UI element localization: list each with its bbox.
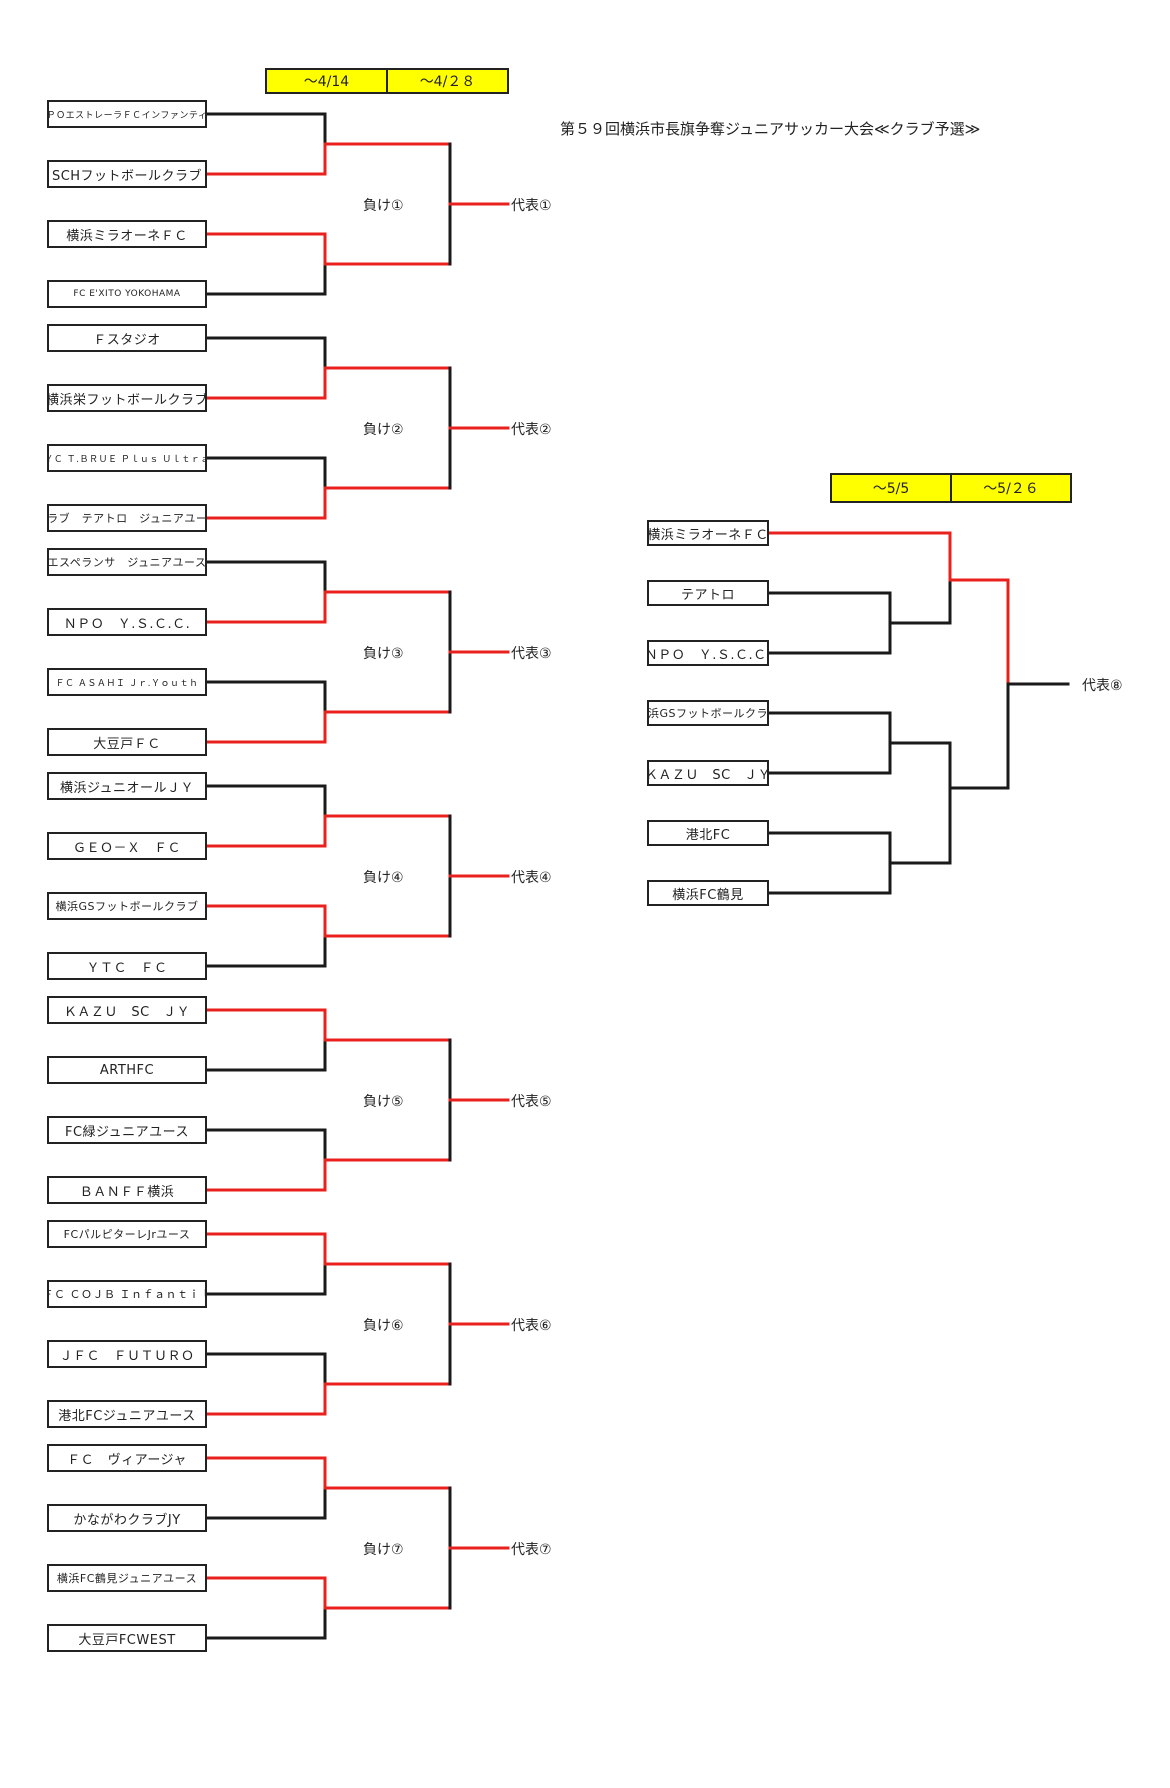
team-box: テアトロ: [647, 580, 769, 606]
team-box: 大豆戸ＦＣ: [47, 728, 207, 756]
team-box: 横浜GSフットボールクラブ: [47, 892, 207, 920]
team-box: ＦＣ ＣＯＪＢ Ｉｎｆａｎｔｉｌ: [47, 1280, 207, 1308]
team-box: ＹＣ Ｔ.ＢＲＵＥ Ｐｌｕｓ Ｕｌｔｒａ: [47, 444, 207, 472]
team-box: 港北FCジュニアユース: [47, 1400, 207, 1428]
page-title: 第５９回横浜市長旗争奪ジュニアサッカー大会≪クラブ予選≫: [560, 120, 981, 138]
team-box: エスペランサ ジュニアユース: [47, 548, 207, 576]
team-box: FCパルピターレJrユース: [47, 1220, 207, 1248]
representative-label: 代表④: [511, 870, 552, 886]
team-box: ＦＣ ヴィアージャ: [47, 1444, 207, 1472]
team-box: 港北FC: [647, 820, 769, 846]
representative-label: 代表②: [511, 422, 552, 438]
representative-label: 代表①: [511, 198, 552, 214]
date-round1-left: ～4/14: [265, 68, 388, 94]
team-box: ＮＰＯ Ｙ.Ｓ.Ｃ.Ｃ.: [47, 608, 207, 636]
team-box: Ｆスタジオ: [47, 324, 207, 352]
team-box: ＫＡＺＵ SC ＪＹ: [647, 760, 769, 786]
team-box: ＫＡＺＵ SC ＪＹ: [47, 996, 207, 1024]
team-box: 横浜ミラオーネＦＣ: [47, 220, 207, 248]
team-box: FC E'XITO YOKOHAMA: [47, 280, 207, 308]
team-box: ＢＡＮＦＦ横浜: [47, 1176, 207, 1204]
date-round2-left: ～4/２８: [386, 68, 509, 94]
date-round1-right: ～5/5: [830, 473, 952, 503]
representative-label: 代表⑦: [511, 1542, 552, 1558]
loser-label: 負け③: [363, 646, 404, 662]
team-box: ＧＥＯ－Ｘ ＦＣ: [47, 832, 207, 860]
loser-label: 負け⑥: [363, 1318, 404, 1334]
team-box: 横浜FC鶴見ジュニアユース: [47, 1564, 207, 1592]
team-box: ＪＦＣ ＦＵＴＵＲＯ: [47, 1340, 207, 1368]
representative-label: 代表⑧: [1082, 678, 1123, 694]
loser-label: 負け②: [363, 422, 404, 438]
loser-label: 負け⑦: [363, 1542, 404, 1558]
team-box: ＦＣ ＡＳＡＨＩ Ｊｒ.Ｙｏｕｔｈ: [47, 668, 207, 696]
team-box: ＮＰＯ Ｙ.Ｓ.Ｃ.Ｃ.: [647, 640, 769, 666]
representative-label: 代表③: [511, 646, 552, 662]
representative-label: 代表⑤: [511, 1094, 552, 1110]
representative-label: 代表⑥: [511, 1318, 552, 1334]
team-box: SCHフットボールクラブ: [47, 160, 207, 188]
team-box: クラブ テアトロ ジュニアユース: [47, 504, 207, 532]
team-box: 横浜FC鶴見: [647, 880, 769, 906]
team-box: FC緑ジュニアユース: [47, 1116, 207, 1144]
team-box: ＹＴＣ ＦＣ: [47, 952, 207, 980]
team-box: 横浜GSフットボールクラブ: [647, 700, 769, 726]
team-box: かながわクラブJY: [47, 1504, 207, 1532]
loser-label: 負け⑤: [363, 1094, 404, 1110]
loser-label: 負け④: [363, 870, 404, 886]
loser-label: 負け①: [363, 198, 404, 214]
team-box: ARTHFC: [47, 1056, 207, 1084]
team-box: 横浜栄フットボールクラブ: [47, 384, 207, 412]
team-box: ＮＰＯエストレーラＦＣインファンティル: [47, 100, 207, 128]
team-box: 横浜ジュニオールＪＹ: [47, 772, 207, 800]
team-box: 大豆戸FCWEST: [47, 1624, 207, 1652]
date-round2-right: ～5/２６: [950, 473, 1072, 503]
team-box: 横浜ミラオーネＦＣ: [647, 520, 769, 546]
